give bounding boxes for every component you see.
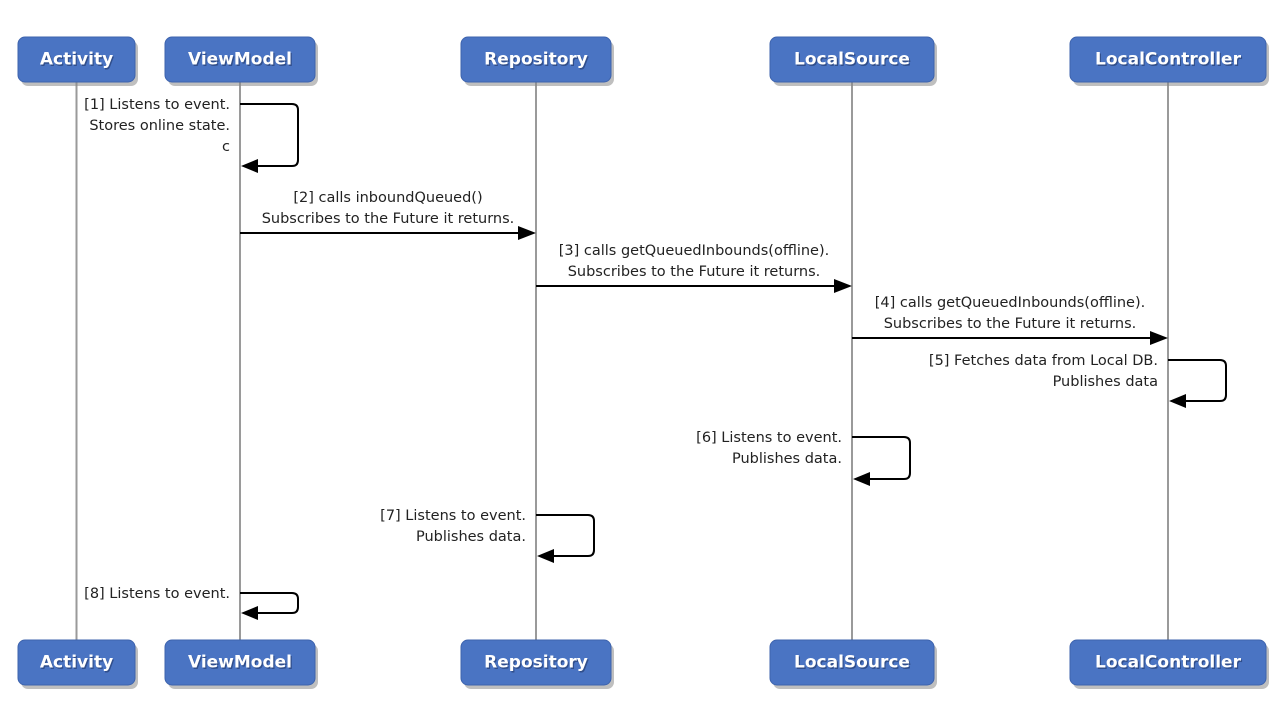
message-label: [4] calls getQueuedInbounds(offline). bbox=[875, 295, 1146, 311]
message-6: [6] Listens to event. Publishes data. bbox=[696, 430, 911, 486]
arrowhead-icon bbox=[518, 226, 536, 240]
message-label: Publishes data. bbox=[732, 451, 842, 467]
actor-label-shadow: Repository bbox=[485, 51, 589, 71]
actor-label: ViewModel bbox=[188, 653, 292, 673]
message-label: Subscribes to the Future it returns. bbox=[262, 211, 515, 227]
actor-box bbox=[164, 639, 316, 686]
arrowhead-icon bbox=[1169, 394, 1186, 408]
arrowhead-icon bbox=[241, 606, 258, 620]
message-label: [1] Listens to event. bbox=[84, 97, 230, 113]
message-8: [8] Listens to event. bbox=[84, 586, 299, 620]
actor-label-shadow: LocalSource bbox=[795, 51, 911, 71]
message-label: [7] Listens to event. bbox=[380, 508, 526, 524]
actor-label: LocalSource bbox=[794, 653, 910, 673]
actor-label: Repository bbox=[484, 50, 588, 70]
actor-label: Repository bbox=[484, 653, 588, 673]
message-label: Publishes data bbox=[1053, 374, 1158, 390]
actor-box bbox=[1069, 639, 1267, 686]
actor-label-shadow: ViewModel bbox=[189, 51, 293, 71]
message-4: [4] calls getQueuedInbounds(offline). Sub… bbox=[852, 295, 1168, 345]
actor-label: LocalSource bbox=[794, 50, 910, 70]
message-5: [5] Fetches data from Local DB. Publishes… bbox=[929, 353, 1227, 408]
message-label: [3] calls getQueuedInbounds(offline). bbox=[559, 243, 830, 259]
arrowhead-icon bbox=[853, 472, 870, 486]
actor-label: Activity bbox=[40, 653, 113, 673]
self-loop-arrow bbox=[1168, 359, 1227, 402]
actor-box bbox=[769, 36, 935, 83]
actor-label: LocalController bbox=[1095, 50, 1242, 70]
message-label: c bbox=[222, 139, 230, 155]
message-label: [2] calls inboundQueued() bbox=[293, 190, 482, 206]
actor-label-shadow: Repository bbox=[485, 654, 589, 674]
actor-box bbox=[460, 36, 612, 83]
message-label: Publishes data. bbox=[416, 529, 526, 545]
message-label: [5] Fetches data from Local DB. bbox=[929, 353, 1158, 369]
arrowhead-icon bbox=[241, 159, 258, 173]
actor-label: ViewModel bbox=[188, 50, 292, 70]
message-label: Subscribes to the Future it returns. bbox=[568, 264, 821, 280]
actor-label-shadow: LocalController bbox=[1096, 51, 1243, 71]
message-1: [1] Listens to event. Stores online state… bbox=[84, 97, 299, 173]
actor-box bbox=[1069, 36, 1267, 83]
actor-label-shadow: Activity bbox=[41, 51, 114, 71]
actor-label-shadow: LocalSource bbox=[795, 654, 911, 674]
self-loop-arrow bbox=[240, 592, 299, 614]
actor-label-shadow: LocalController bbox=[1096, 654, 1243, 674]
self-loop-arrow bbox=[852, 436, 911, 480]
actor-box bbox=[164, 36, 316, 83]
actor-label-shadow: Activity bbox=[41, 654, 114, 674]
actor-box bbox=[17, 36, 136, 83]
message-label: Stores online state. bbox=[89, 118, 230, 134]
message-7: [7] Listens to event. Publishes data. bbox=[380, 508, 595, 563]
actor-label: Activity bbox=[40, 50, 113, 70]
message-label: [6] Listens to event. bbox=[696, 430, 842, 446]
self-loop-arrow bbox=[240, 103, 299, 167]
actor-box bbox=[460, 639, 612, 686]
message-3: [3] calls getQueuedInbounds(offline). Sub… bbox=[536, 243, 852, 293]
arrowhead-icon bbox=[537, 549, 554, 563]
actor-box bbox=[17, 639, 136, 686]
arrowhead-icon bbox=[1150, 331, 1168, 345]
actor-box bbox=[769, 639, 935, 686]
actor-label: LocalController bbox=[1095, 653, 1242, 673]
message-label: [8] Listens to event. bbox=[84, 586, 230, 602]
actor-label-shadow: ViewModel bbox=[189, 654, 293, 674]
self-loop-arrow bbox=[536, 514, 595, 557]
arrowhead-icon bbox=[834, 279, 852, 293]
message-label: Subscribes to the Future it returns. bbox=[884, 316, 1137, 332]
message-2: [2] calls inboundQueued() Subscribes to t… bbox=[240, 190, 536, 240]
